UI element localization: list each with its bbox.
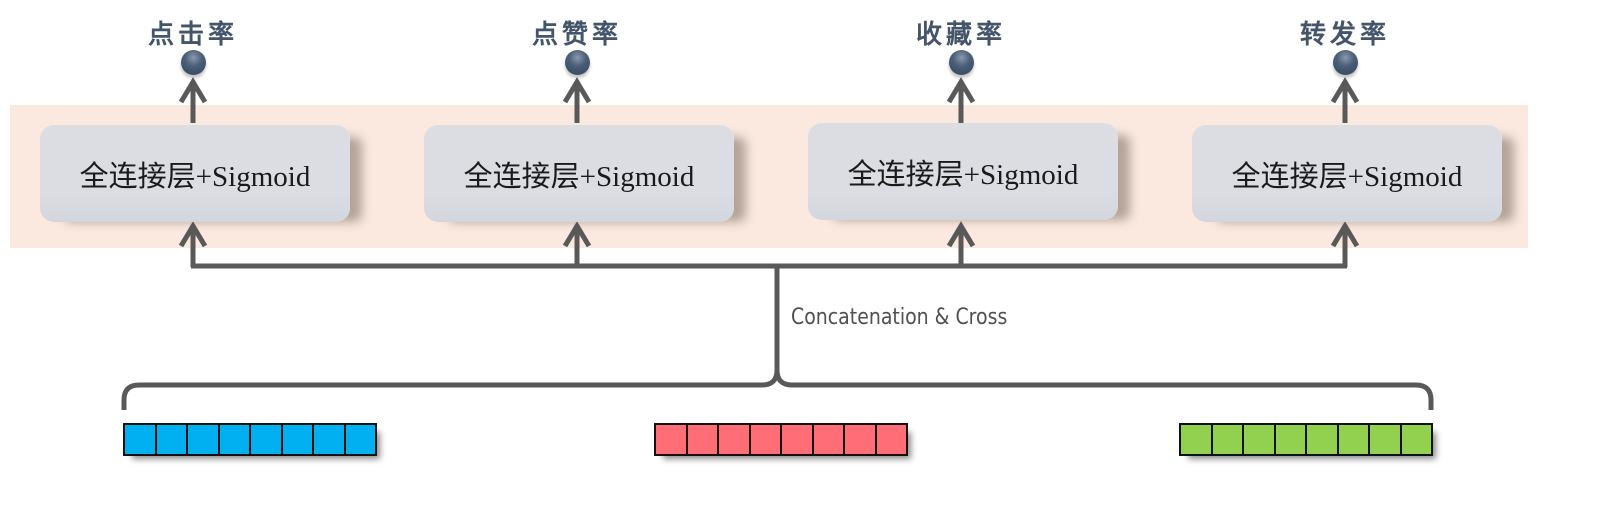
tower-box-favorite: 全连接层+Sigmoid: [808, 123, 1118, 220]
embedding-cell: [1402, 425, 1432, 454]
tower-label: 全连接层+Sigmoid: [847, 158, 1079, 191]
embedding-cell: [688, 425, 719, 454]
embedding-cell: [1307, 425, 1339, 454]
output-label-like-rate: 点赞率: [531, 20, 622, 50]
arrow-head-icon: [562, 77, 592, 104]
arrow-head-icon: [1330, 77, 1360, 104]
embedding-vector-green: [1179, 423, 1433, 456]
output-label-favorite-rate: 收藏率: [915, 20, 1006, 50]
wire-group: [121, 77, 1434, 410]
embedding-cell: [283, 425, 314, 454]
arrow-head-icon: [1330, 221, 1360, 248]
embedding-cell: [1276, 425, 1307, 454]
embedding-cell: [251, 425, 283, 454]
arrow-head-icon: [178, 221, 208, 248]
output-label-click-rate: 点击率: [147, 20, 238, 50]
embedding-cell: [1213, 425, 1244, 454]
embedding-cell: [1370, 425, 1402, 454]
embedding-cell: [877, 425, 907, 454]
embedding-cell: [814, 425, 845, 454]
tower-box-share: 全连接层+Sigmoid: [1192, 125, 1502, 222]
embedding-vector-blue: [123, 423, 377, 456]
embedding-cell: [220, 425, 251, 454]
embedding-cell: [1244, 425, 1276, 454]
embedding-cell: [157, 425, 188, 454]
output-node-share-rate: [1333, 50, 1358, 75]
arrow-head-icon: [946, 221, 976, 248]
embedding-cell: [656, 425, 688, 454]
embedding-cell: [1181, 425, 1213, 454]
embedding-cell: [845, 425, 877, 454]
tower-label: 全连接层+Sigmoid: [79, 160, 311, 193]
tower-label: 全连接层+Sigmoid: [463, 160, 695, 193]
output-node-like-rate: [565, 50, 590, 75]
concat-brace: [121, 367, 1434, 410]
tower-box-click: 全连接层+Sigmoid: [40, 125, 350, 222]
tower-label: 全连接层+Sigmoid: [1231, 160, 1463, 193]
output-label-share-rate: 转发率: [1299, 20, 1390, 50]
embedding-cell: [751, 425, 782, 454]
output-node-click-rate: [181, 50, 206, 75]
merge-label: Concatenation & Cross: [791, 305, 1008, 330]
arrow-head-icon: [562, 221, 592, 248]
output-node-favorite-rate: [949, 50, 974, 75]
tower-box-like: 全连接层+Sigmoid: [424, 125, 734, 222]
embedding-cell: [125, 425, 157, 454]
embedding-cell: [719, 425, 751, 454]
embedding-vector-red: [654, 423, 908, 456]
embedding-cell: [782, 425, 814, 454]
arrow-head-icon: [178, 77, 208, 104]
embedding-cell: [346, 425, 376, 454]
embedding-cell: [314, 425, 346, 454]
embedding-cell: [1339, 425, 1370, 454]
embedding-cell: [188, 425, 220, 454]
arrow-head-icon: [946, 77, 976, 104]
